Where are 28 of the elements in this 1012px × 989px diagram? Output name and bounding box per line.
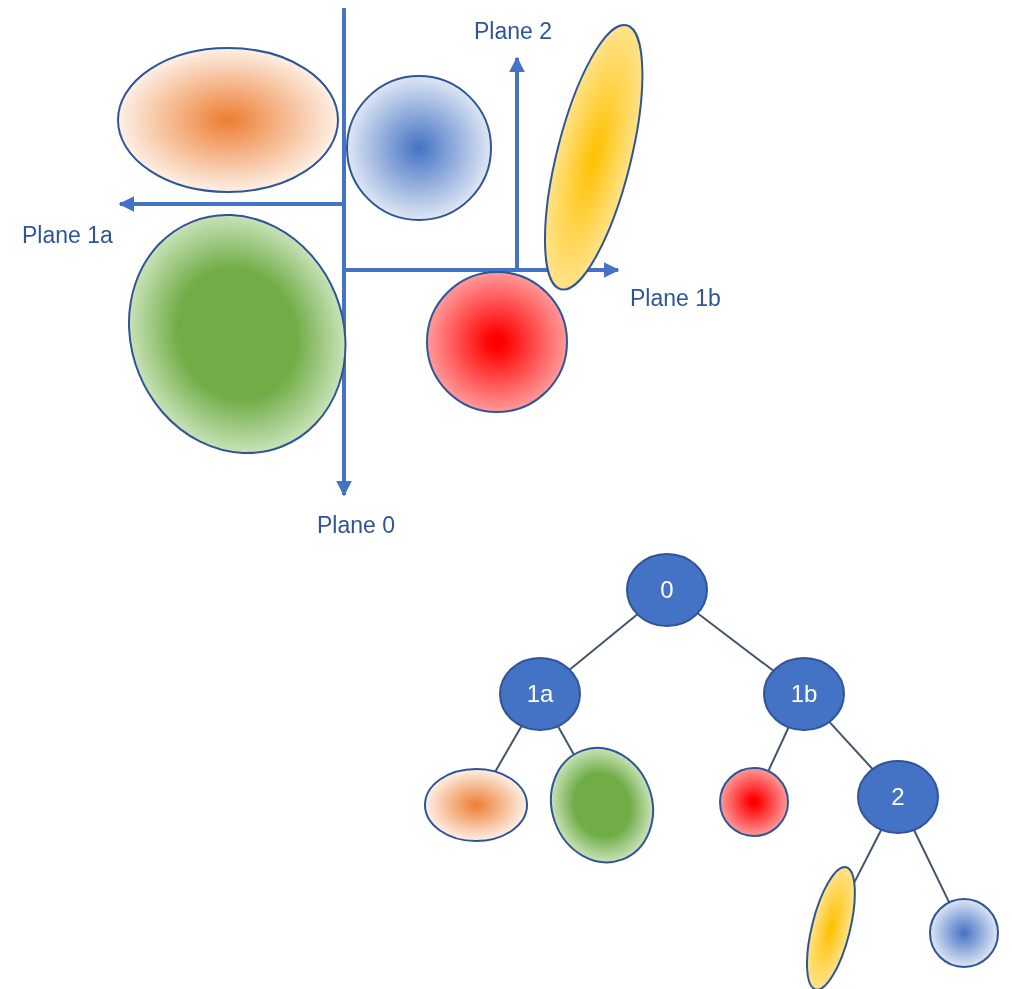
tree-node	[764, 658, 844, 730]
plane-label: Plane 2	[474, 18, 552, 45]
tree-branch-line	[556, 725, 575, 756]
ellipse	[425, 769, 527, 841]
ellipse	[118, 48, 338, 192]
tree-branch-line	[767, 726, 790, 773]
circle	[425, 272, 569, 412]
tree-branch-line	[828, 720, 874, 771]
tree-branch-line	[494, 724, 523, 773]
circle	[347, 76, 491, 220]
ellipse	[551, 747, 653, 863]
ellipse	[128, 215, 346, 453]
node-label: 2	[891, 783, 905, 811]
plane-label: Plane 1b	[630, 285, 721, 312]
tree-branch-line	[696, 612, 775, 672]
tree-branch-line	[568, 613, 639, 671]
node-label: 0	[660, 576, 674, 604]
tree-node	[858, 761, 938, 833]
node-label: 1b	[790, 680, 818, 708]
tree-node	[627, 554, 707, 626]
plane-label: Plane 1a	[22, 222, 113, 249]
tree-branch-line	[913, 829, 951, 904]
node-label: 1a	[526, 680, 554, 708]
tree-node	[500, 658, 580, 730]
circle	[930, 899, 998, 967]
plane-label: Plane 0	[317, 512, 395, 539]
circle	[720, 768, 788, 836]
tree-branch-line	[853, 828, 883, 884]
